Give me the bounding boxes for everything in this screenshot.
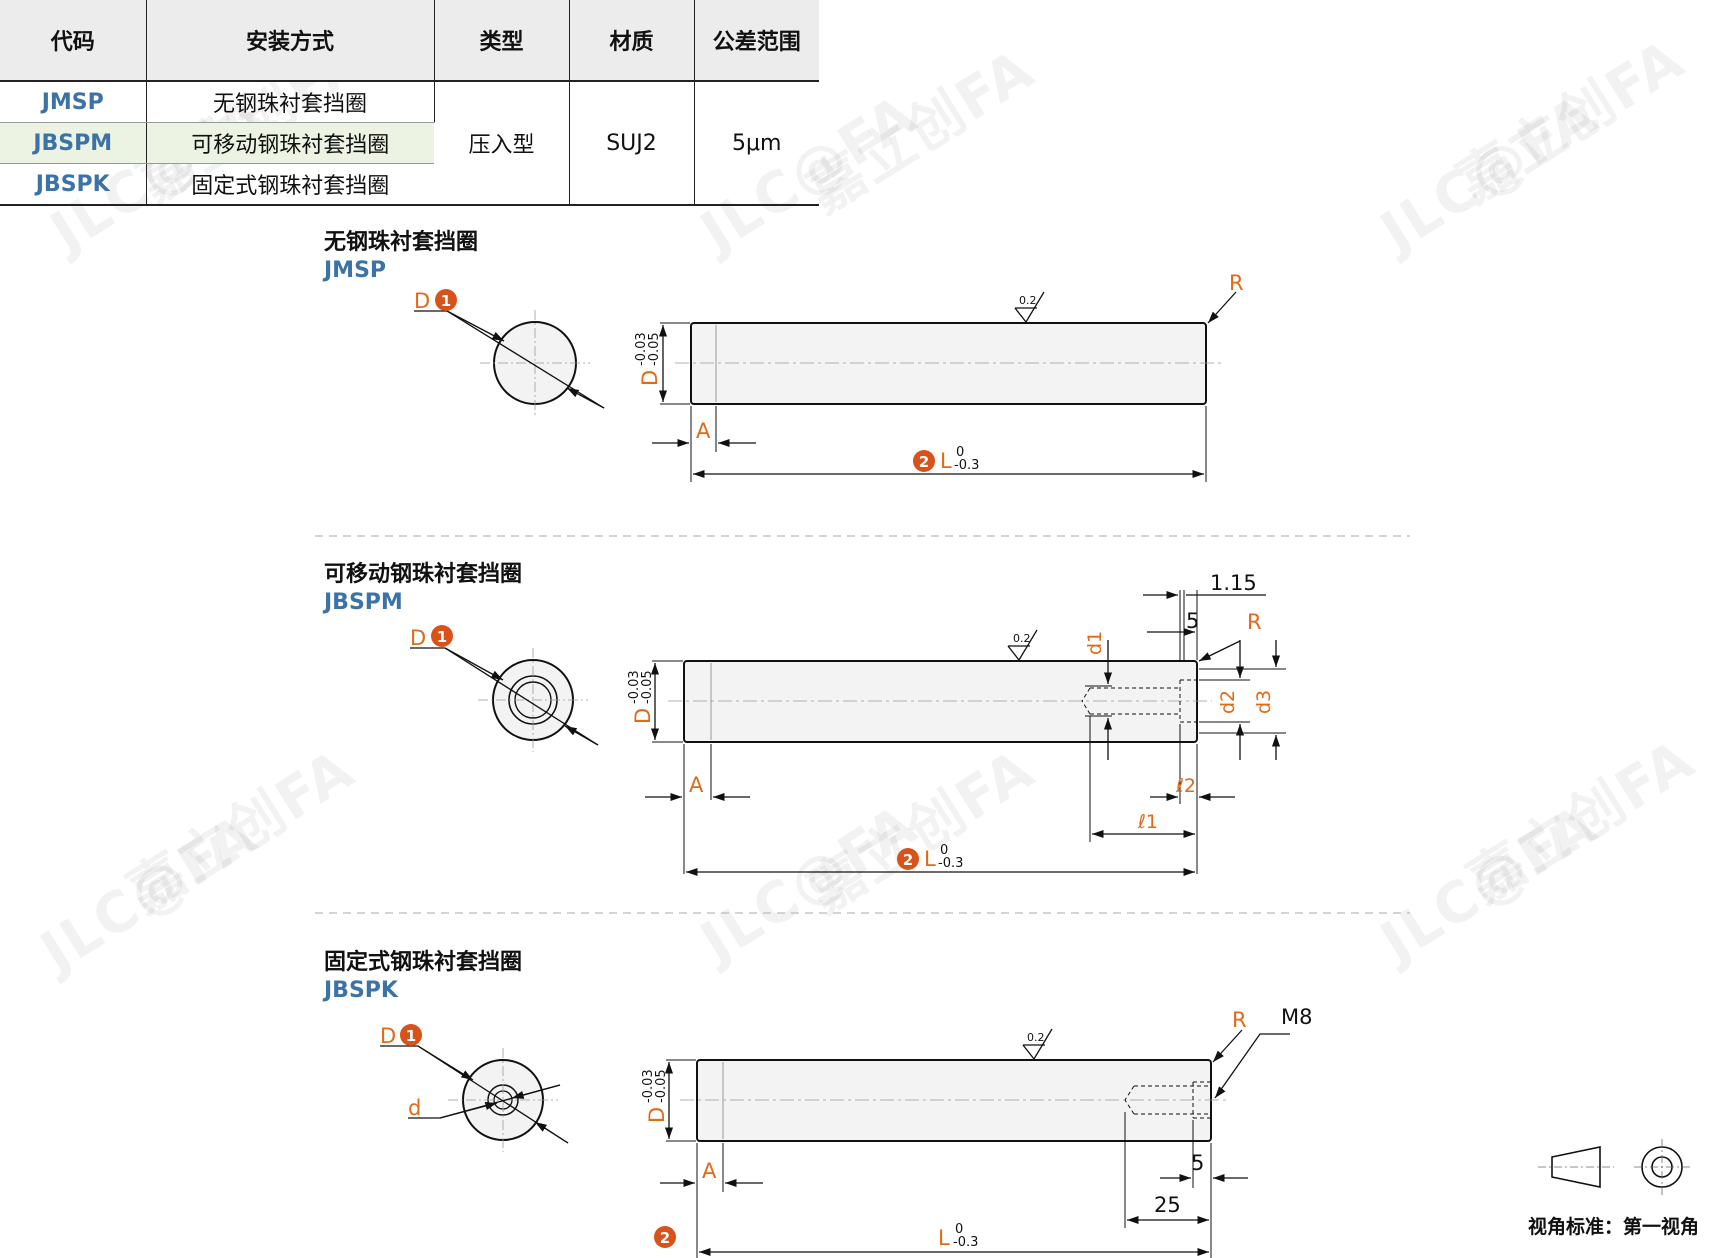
projection-legend: 视角标准：第一视角 [1528, 1216, 1700, 1238]
badge-2-text: 2 [660, 1229, 670, 1247]
cell-code[interactable]: JBSPM [0, 122, 147, 164]
badge-1-text: 1 [437, 628, 447, 646]
header-material: 材质 [569, 0, 695, 82]
label-R: R [1229, 271, 1244, 295]
tol-D-upper: -0.03 [634, 332, 649, 366]
label-R: R [1232, 1008, 1247, 1032]
header-tolerance: 公差范围 [694, 0, 819, 82]
badge-2 [897, 848, 919, 870]
label-D: D [645, 1107, 669, 1123]
cell-tolerance: 5μm [694, 81, 819, 206]
jbspm-end-view [410, 647, 599, 752]
jbspm-side-view [645, 590, 1286, 877]
tol-L-lower: -0.3 [938, 856, 963, 871]
badge-2-text: 2 [903, 851, 913, 869]
label-d2: d2 [1217, 690, 1239, 714]
roughness-label: 0.2 [1027, 1031, 1045, 1044]
section-code: JBSPK [324, 978, 398, 1003]
jbspk-end-view [380, 1045, 569, 1152]
badge-2 [654, 1226, 676, 1248]
dim-5: 5 [1186, 609, 1199, 633]
label-l2: ℓ2 [1175, 775, 1196, 797]
cell-mount: 可移动钢珠衬套挡圈 [146, 122, 434, 164]
label-A: A [696, 419, 711, 443]
tol-D-upper: -0.03 [641, 1069, 656, 1103]
label-A: A [702, 1159, 717, 1183]
badge-1-text: 1 [441, 292, 451, 310]
jmsp-side-view [652, 291, 1237, 482]
first-angle-projection-symbol [1538, 1139, 1690, 1195]
tol-D-lower: -0.05 [654, 1069, 669, 1103]
tol-D-upper: -0.03 [627, 670, 642, 704]
cell-code[interactable]: JBSPK [0, 163, 147, 206]
section-title: 无钢珠衬套挡圈 [324, 230, 479, 255]
section-code: JMSP [324, 258, 387, 283]
label-D: D [631, 708, 655, 724]
header-mount: 安装方式 [146, 0, 435, 82]
label-R: R [1247, 610, 1262, 634]
badge-1-text: 1 [406, 1027, 416, 1045]
section-title: 可移动钢珠衬套挡圈 [324, 562, 523, 587]
header-code: 代码 [0, 0, 147, 82]
table-header-row: 代码 安装方式 类型 材质 公差范围 [0, 0, 819, 82]
label-d1: d1 [1084, 631, 1106, 655]
tol-L-lower: -0.3 [954, 458, 979, 473]
label-L: L [924, 847, 936, 871]
badge-2 [913, 450, 935, 472]
tol-D-lower: -0.05 [647, 332, 662, 366]
badge-1 [400, 1024, 422, 1046]
thread-M8: M8 [1281, 1005, 1312, 1029]
jmsp-end-view [414, 310, 605, 416]
label-L: L [938, 1226, 950, 1250]
dim-25: 25 [1154, 1193, 1181, 1217]
roughness-label: 0.2 [1019, 294, 1037, 307]
tol-L-upper: 0 [956, 445, 964, 460]
dim-1-15: 1.15 [1210, 571, 1257, 595]
label-d: d [408, 1096, 421, 1120]
dim-5: 5 [1191, 1151, 1204, 1175]
label-A: A [689, 773, 704, 797]
spec-table: 代码 安装方式 类型 材质 公差范围 JMSP 无钢珠衬套挡圈 压入型 SUJ2… [0, 0, 819, 206]
cell-mount: 固定式钢珠衬套挡圈 [146, 163, 434, 206]
table-row: JBSPM 可移动钢珠衬套挡圈 [0, 122, 819, 164]
section-title: 固定式钢珠衬套挡圈 [324, 950, 523, 975]
label-D: D [638, 370, 662, 386]
table-row: JBSPK 固定式钢珠衬套挡圈 [0, 163, 819, 206]
label-l1: ℓ1 [1137, 811, 1158, 833]
cell-mount: 无钢珠衬套挡圈 [146, 81, 435, 123]
label-D: D [410, 626, 426, 650]
tol-L-lower: -0.3 [953, 1235, 978, 1250]
label-D: D [414, 289, 430, 313]
cell-type: 压入型 [434, 81, 570, 206]
label-L: L [940, 449, 952, 473]
jbspk-side-view [660, 1028, 1290, 1258]
badge-1 [435, 289, 457, 311]
table-row: JMSP 无钢珠衬套挡圈 压入型 SUJ2 5μm [0, 81, 819, 206]
section-code: JBSPM [324, 590, 403, 615]
label-D: D [380, 1024, 396, 1048]
tol-L-upper: 0 [940, 843, 948, 858]
tol-L-upper: 0 [955, 1222, 963, 1237]
cell-material: SUJ2 [569, 81, 695, 206]
cell-code[interactable]: JMSP [0, 81, 147, 123]
tol-D-lower: -0.05 [640, 670, 655, 704]
header-type: 类型 [434, 0, 570, 82]
label-d3: d3 [1253, 690, 1275, 714]
badge-1 [431, 625, 453, 647]
roughness-label: 0.2 [1013, 632, 1031, 645]
badge-2-text: 2 [919, 453, 929, 471]
